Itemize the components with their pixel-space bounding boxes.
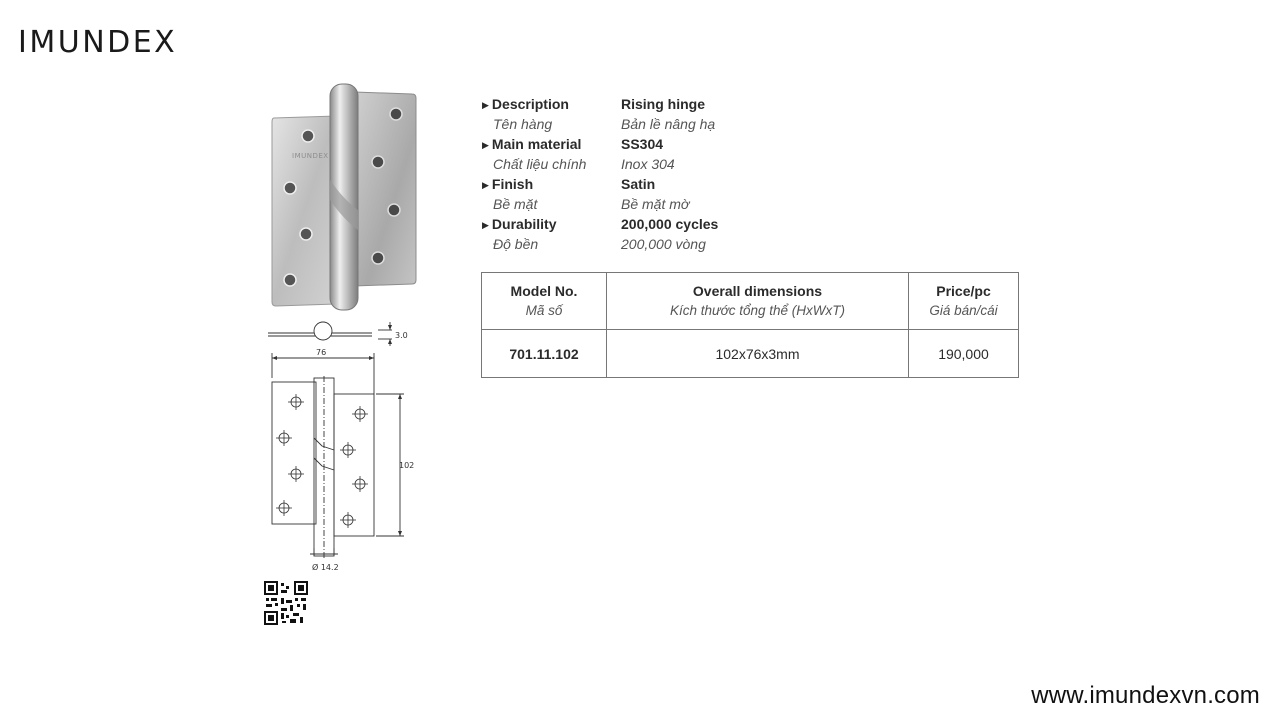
height-dimension-label: 102 bbox=[399, 461, 414, 470]
spec-key-vi: Độ bền bbox=[493, 236, 539, 252]
table-header-row: Model No. Mã số Overall dimensions Kích … bbox=[481, 272, 1019, 330]
spec-value: Satin bbox=[621, 176, 656, 192]
header-model: Model No. Mã số bbox=[481, 272, 607, 330]
website-link[interactable]: www.imundexvn.com bbox=[1031, 682, 1260, 709]
spec-main-material-vi: Chất liệu chính Inox 304 bbox=[482, 154, 842, 174]
cell-dimensions: 102x76x3mm bbox=[606, 329, 909, 378]
bullet-icon: ▶ bbox=[482, 140, 489, 150]
spec-value-vi: Inox 304 bbox=[621, 156, 675, 172]
table-row: 701.11.102 102x76x3mm 190,000 bbox=[481, 329, 1019, 378]
spec-finish-vi: Bề mặt Bề mặt mờ bbox=[482, 194, 842, 214]
cell-price: 190,000 bbox=[908, 329, 1019, 378]
logo-text: IMUNDEX bbox=[18, 25, 177, 58]
spec-value-vi: Bề mặt mờ bbox=[621, 196, 690, 212]
price-table: Model No. Mã số Overall dimensions Kích … bbox=[481, 272, 1019, 378]
spec-key-vi: Chất liệu chính bbox=[493, 156, 587, 172]
spec-durability-vi: Độ bền 200,000 vòng bbox=[482, 234, 842, 254]
bullet-icon: ▶ bbox=[482, 180, 489, 190]
spec-value: 200,000 cycles bbox=[621, 216, 719, 232]
width-dimension-label: 76 bbox=[316, 348, 326, 357]
technical-drawing: 76 3.0 102 Ø 14.2 bbox=[268, 321, 414, 572]
thickness-dimension-label: 3.0 bbox=[395, 331, 408, 340]
spec-value-vi: 200,000 vòng bbox=[621, 236, 706, 252]
spec-key: Durability bbox=[491, 216, 557, 232]
spec-durability: ▶Durability 200,000 cycles bbox=[482, 214, 842, 234]
spec-key: Finish bbox=[491, 176, 534, 192]
spec-value: SS304 bbox=[621, 136, 664, 152]
hinge-product-photo: IMUNDEX bbox=[271, 83, 417, 311]
spec-finish: ▶Finish Satin bbox=[482, 174, 842, 194]
spec-description: ▶Description Rising hinge bbox=[482, 94, 842, 114]
qr-code[interactable] bbox=[264, 581, 308, 625]
spec-list: ▶Description Rising hinge Tên hàng Bản l… bbox=[482, 94, 842, 254]
cell-model: 701.11.102 bbox=[481, 329, 607, 378]
spec-main-material: ▶Main material SS304 bbox=[482, 134, 842, 154]
diameter-dimension-label: Ø 14.2 bbox=[312, 562, 339, 572]
spec-key-vi: Tên hàng bbox=[493, 116, 553, 132]
header-price: Price/pc Giá bán/cái bbox=[908, 272, 1019, 330]
bullet-icon: ▶ bbox=[482, 220, 489, 230]
spec-value: Rising hinge bbox=[621, 96, 705, 112]
spec-key: Description bbox=[491, 96, 569, 112]
photo-stamp-text: IMUNDEX bbox=[292, 152, 329, 160]
bullet-icon: ▶ bbox=[482, 100, 489, 110]
imundex-logo: IMUNDEX bbox=[18, 25, 177, 58]
spec-key: Main material bbox=[491, 136, 582, 152]
header-dimensions: Overall dimensions Kích thước tổng thể (… bbox=[606, 272, 909, 330]
spec-key-vi: Bề mặt bbox=[493, 196, 538, 212]
spec-description-vi: Tên hàng Bản lề nâng hạ bbox=[482, 114, 842, 134]
spec-value-vi: Bản lề nâng hạ bbox=[621, 116, 716, 132]
